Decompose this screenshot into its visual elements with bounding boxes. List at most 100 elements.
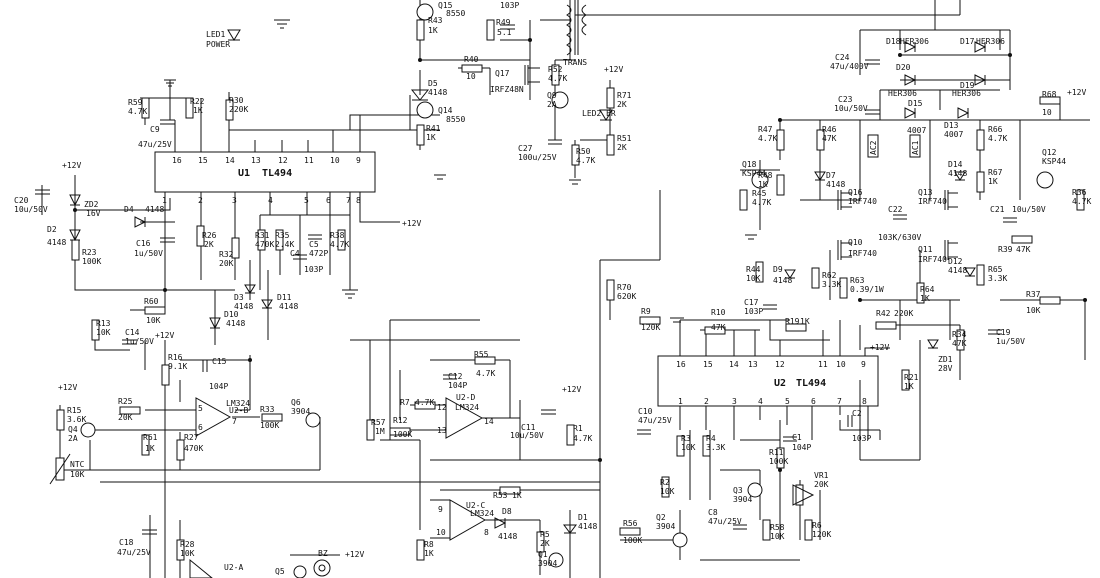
component-label: Q2 [656, 513, 666, 522]
pin-number: 6 [811, 397, 816, 406]
buzzer-label: BZ [318, 549, 328, 558]
component-label: Q14 [438, 106, 453, 115]
component-label: Q3 [733, 486, 743, 495]
component-label: R21 [904, 373, 919, 382]
component-value: 10K [770, 532, 785, 541]
vcc-label: +12V [58, 383, 77, 392]
vcc-label: +12V [345, 550, 364, 559]
component-label: D5 [428, 79, 438, 88]
pin-number: 6 [198, 423, 203, 432]
component-value: 4.7K [576, 156, 595, 165]
component-value: 47K [952, 339, 967, 348]
component-label: R41 [426, 124, 441, 133]
opamp-u2a: U2-A [189, 558, 243, 578]
component-value: 4148 [234, 302, 253, 311]
component-label: D14 [948, 160, 963, 169]
component-label: C20 [14, 196, 29, 205]
component-label: D7 [826, 171, 836, 180]
component-value: 4.7K [128, 107, 147, 116]
component-value: 104P [792, 443, 811, 452]
component-value: IRFZ48N [490, 85, 524, 94]
led1-power: LED1 POWER [206, 29, 241, 49]
opamp-u2c: 9 10 U2-C LM324 8 [436, 499, 494, 541]
vcc-label: +12V [1067, 88, 1086, 97]
component-value: 4.7K [752, 198, 771, 207]
component-value: 4.7K [415, 398, 434, 407]
component-label: R68 [1042, 90, 1057, 99]
pin-number: 8 [356, 196, 361, 205]
component-label: R48 [758, 171, 773, 180]
component-label: R25 [118, 397, 133, 406]
component-label: Q17 [495, 69, 510, 78]
component-value: 47u/400V [830, 62, 869, 71]
component-value: 220K [229, 105, 248, 114]
pin-number: 6 [326, 196, 331, 205]
component-label: R19 [785, 317, 800, 326]
pin-number: 5 [785, 397, 790, 406]
component-label: R59 [128, 98, 143, 107]
component-value: IRF740 [918, 255, 947, 264]
ic-u2-label: U2 [774, 378, 786, 389]
vcc-label: +12V [562, 385, 581, 394]
component-value: 4007 [907, 126, 926, 135]
component-label: R56 [623, 519, 638, 528]
component-label: C5 [309, 240, 319, 249]
component-value: 4148 [279, 302, 298, 311]
pin-number: 15 [703, 360, 713, 369]
component-value: 100K [260, 421, 279, 430]
opamp-label: U2-C [466, 501, 485, 510]
component-label: D11 [277, 293, 292, 302]
pin-number: 12 [437, 403, 447, 412]
component-value: 3.6K [67, 415, 86, 424]
component-label: Q18 [742, 160, 757, 169]
component-value: KSP44 [742, 169, 766, 178]
pin-number: 16 [172, 156, 182, 165]
component-value: 47K [1016, 245, 1031, 254]
component-label: R57 [371, 418, 386, 427]
pin-number: 11 [304, 156, 314, 165]
pin-number: 4 [758, 397, 763, 406]
component-value: 1K [800, 317, 810, 326]
component-label: R71 [617, 91, 632, 100]
component-value: 100u/25V [518, 153, 557, 162]
component-label: R46 [822, 125, 837, 134]
component-value: 1u/50V [134, 249, 163, 258]
component-label: R63 [850, 276, 865, 285]
component-value: 10u/50V [510, 431, 544, 440]
component-value: 103K/630V [878, 233, 922, 242]
vcc-label: +12V [402, 219, 421, 228]
component-value: 2.4K [275, 240, 294, 249]
pin-number: 7 [346, 196, 351, 205]
component-value: 103P [744, 307, 763, 316]
component-label: R43 [428, 16, 443, 25]
component-label: D15 [908, 99, 923, 108]
component-label: R12 [393, 416, 408, 425]
ic-u1-label: U1 [238, 168, 250, 179]
component-value: 3904 [291, 407, 310, 416]
component-value: 104P [448, 381, 467, 390]
component-label: R39 [998, 245, 1013, 254]
ground-symbols [164, 19, 757, 323]
component-value: 8550 [446, 115, 465, 124]
pin-number: 16 [676, 360, 686, 369]
component-label: R62 [822, 271, 837, 280]
component-label: Q12 [1042, 148, 1057, 157]
component-label: R42 [876, 309, 891, 318]
ac1-label: AC1 [911, 140, 920, 155]
pin-number: 14 [484, 417, 494, 426]
component-value: 47u/25V [117, 548, 151, 557]
ic-u2-bottom-pins: 1 2 3 4 5 6 7 8 [678, 397, 867, 406]
component-value: 28V [938, 364, 953, 373]
component-label: ZD1 [938, 355, 953, 364]
component-value: 10 [1042, 108, 1052, 117]
component-label: Q4 [68, 425, 78, 434]
ntc-label: NTC [70, 460, 85, 469]
component-label: C24 [835, 53, 850, 62]
component-label: R1 [573, 424, 583, 433]
component-label: R8 [424, 540, 434, 549]
component-label: R60 [144, 297, 159, 306]
component-label: D9 [773, 265, 783, 274]
component-label: R44 [746, 265, 761, 274]
vcc-label: +12V [62, 161, 81, 170]
pin-number: 9 [438, 505, 443, 514]
